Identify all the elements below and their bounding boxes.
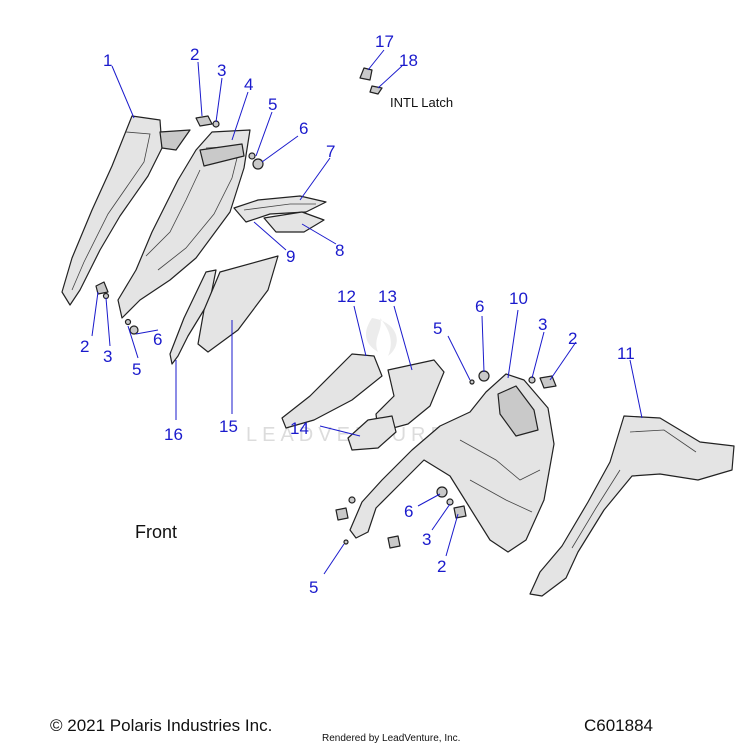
callout-6-right: 6 <box>475 297 484 316</box>
callout-8: 8 <box>335 241 344 260</box>
callout-16: 16 <box>164 425 183 444</box>
callout-2-lower-left: 2 <box>80 337 89 356</box>
callout-6-lower-right: 6 <box>404 502 413 521</box>
callout-5-right: 5 <box>433 319 442 338</box>
callout-11: 11 <box>617 344 635 363</box>
panel-7 <box>233 195 327 223</box>
panel-8 <box>263 211 325 233</box>
callout-15: 15 <box>219 417 238 436</box>
callout-6: 6 <box>299 119 308 138</box>
panel-13 <box>375 359 445 433</box>
callout-3-lower-right: 3 <box>422 530 431 549</box>
callout-5-lower-right: 5 <box>309 578 318 597</box>
panel-inner-4 <box>117 129 251 319</box>
callout-3: 3 <box>217 61 226 80</box>
panel-10 <box>349 373 555 553</box>
callout-14: 14 <box>290 419 309 438</box>
callout-5: 5 <box>268 95 277 114</box>
side-panel-left <box>61 115 191 306</box>
callout-12: 12 <box>337 287 356 306</box>
callout-17: 17 <box>375 32 394 51</box>
callout-2-lower-right: 2 <box>437 557 446 576</box>
fasteners-right <box>335 370 557 549</box>
callout-7: 7 <box>326 142 335 161</box>
panel-14 <box>347 415 397 451</box>
copyright-text: © 2021 Polaris Industries Inc. <box>50 716 273 735</box>
callout-2-right: 2 <box>568 329 577 348</box>
callouts: 1 2 3 4 5 6 7 8 9 17 18 2 3 5 6 12 13 6 … <box>80 32 635 597</box>
callout-1: 1 <box>103 51 112 70</box>
callout-3-right: 3 <box>538 315 547 334</box>
callout-2: 2 <box>190 45 199 64</box>
panel-11 <box>529 415 735 597</box>
callout-5-lower-left: 5 <box>132 360 141 379</box>
callout-3-lower-left: 3 <box>103 347 112 366</box>
front-label: Front <box>135 522 177 542</box>
part-code: C601884 <box>584 716 654 735</box>
callout-9: 9 <box>286 247 295 266</box>
watermark-text: LEADVENTURE <box>246 424 449 446</box>
callout-18: 18 <box>399 51 418 70</box>
leader-lines <box>91 49 643 575</box>
panel-15 <box>197 255 279 353</box>
callout-4: 4 <box>244 75 253 94</box>
fasteners-left <box>95 67 383 335</box>
panel-16 <box>169 269 217 365</box>
callout-10: 10 <box>509 289 528 308</box>
intl-latch-label: INTL Latch <box>390 95 453 110</box>
rendered-by-text: Rendered by LeadVenture, Inc. <box>322 733 461 744</box>
panel-12 <box>281 353 383 429</box>
callout-6-lower-left: 6 <box>153 330 162 349</box>
callout-13: 13 <box>378 287 397 306</box>
